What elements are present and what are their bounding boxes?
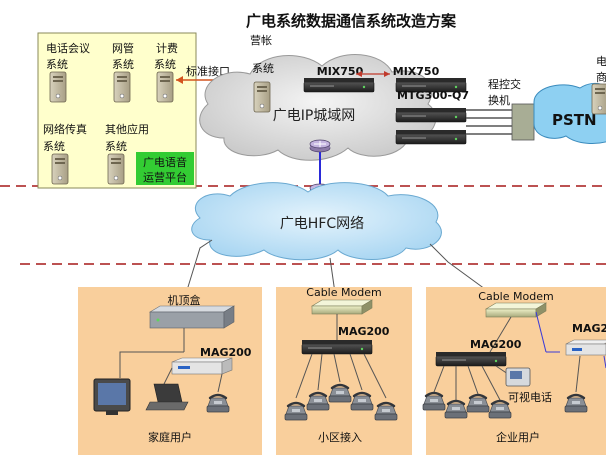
ip-metro-cloud-label: 广电IP城域网: [273, 108, 356, 124]
platform-badge: [136, 152, 194, 185]
home-label: 家庭用户: [148, 430, 192, 444]
netmgmt-label2: 系统: [112, 58, 134, 71]
hfc-cloud-label: 广电HFC网络: [280, 216, 364, 232]
billing-label1: 计费: [156, 42, 178, 55]
mix-link-arrowhead-left: [356, 71, 362, 77]
enterprise-modem-to-right: [535, 311, 547, 353]
accounting-server-icon: [253, 81, 271, 113]
home-mag-to-phone: [217, 373, 223, 393]
enterprise-modem-label: Cable Modem: [478, 290, 553, 303]
pstn-label: PSTN: [552, 111, 597, 129]
interface-arrowhead-left: [176, 76, 183, 84]
home-stb-device: [148, 305, 236, 329]
pstn-server-icon: [591, 83, 606, 115]
mtg300-label: MTG300-Q7: [397, 89, 469, 102]
home-laptop-icon: [145, 383, 189, 411]
community-modem-label: Cable Modem: [306, 286, 381, 299]
mix-link-arrowhead-right: [384, 71, 390, 77]
phone-conf-label2: 系统: [46, 58, 68, 71]
mix750-right-label: MIX750: [393, 65, 440, 78]
community-mag-label: MAG200: [338, 325, 390, 338]
community-line-2: [317, 353, 323, 391]
other-apps-label1: 其他应用: [105, 122, 149, 136]
community-line-4: [349, 353, 363, 391]
netmgmt-server-icon: [113, 71, 131, 103]
partial-label-top: 电: [596, 55, 606, 68]
home-mag-to-laptop: [163, 367, 173, 385]
enterprise-mag-right-device: [565, 339, 606, 356]
mix750-left-label: MIX750: [317, 65, 364, 78]
enterprise-right-to-phone: [575, 355, 581, 393]
community-label: 小区接入: [318, 431, 362, 444]
billing-server-icon: [156, 71, 174, 103]
home-mag-device: [171, 357, 233, 375]
enterprise-videophone-icon: [505, 367, 531, 387]
phone-conf-server-icon: [49, 71, 67, 103]
pstn-cloud: [533, 83, 606, 144]
platform-badge-line2: 运营平台: [143, 170, 187, 184]
accounting-label2: 系统: [252, 62, 274, 75]
other-apps-server-icon: [107, 153, 125, 185]
platform-badge-line1: 广电语音: [143, 155, 187, 169]
core-router-icon: [309, 139, 331, 153]
ip-metro-cloud: [199, 54, 437, 161]
enterprise-line-3: [467, 365, 479, 395]
enterprise-mag-label: MAG200: [470, 338, 522, 351]
mtg300-device-2: [395, 129, 467, 145]
community-modem-device: [311, 299, 373, 315]
fax-server-icon: [51, 153, 69, 185]
billing-label2: 系统: [154, 58, 176, 71]
enterprise-label: 企业用户: [496, 430, 540, 444]
mix750-left-device: [303, 77, 375, 93]
enterprise-mag-right-label: MAG20: [572, 322, 606, 335]
enterprise-modem-to-mag: [489, 316, 512, 353]
pbx-connector-icon: [511, 103, 535, 141]
community-mag-device: [301, 339, 373, 355]
partial-label-top2: 商: [596, 70, 606, 84]
home-tv-icon: [93, 378, 131, 415]
enterprise-videophone-label: 可视电话: [508, 390, 552, 404]
fax-label2: 系统: [43, 140, 65, 153]
community-line-5: [363, 353, 387, 399]
phone-conf-label1: 电话会议: [46, 42, 90, 55]
mtg300-device-1: [395, 107, 467, 123]
community-line-1: [295, 353, 313, 399]
enterprise-line-4: [481, 365, 501, 401]
accounting-label1: 营帐: [250, 33, 272, 47]
hfc-to-home-link: [183, 239, 213, 301]
netmgmt-label1: 网管: [112, 41, 134, 55]
home-stb-label: 机顶盒: [168, 293, 201, 307]
voice-platform-panel: 广电语音 运营平台 电话会议 系统 网管 系统 计费 系统 网络传真 系统 其他…: [37, 32, 197, 189]
hfc-cloud: [191, 182, 442, 261]
enterprise-line-1: [433, 365, 445, 393]
home-bus: [119, 351, 184, 378]
pbx-label1: 程控交: [488, 77, 521, 91]
interface-label: 标准接口: [186, 64, 230, 78]
other-apps-label2: 系统: [105, 140, 127, 153]
pbx-label2: 换机: [488, 93, 510, 107]
enterprise-mag-device: [435, 351, 507, 367]
page-title: 广电系统数据通信系统改造方案: [246, 12, 457, 30]
fax-label1: 网络传真: [43, 122, 87, 136]
home-mag-label: MAG200: [200, 346, 252, 359]
community-line-3: [333, 353, 341, 383]
community-panel: [276, 287, 412, 455]
